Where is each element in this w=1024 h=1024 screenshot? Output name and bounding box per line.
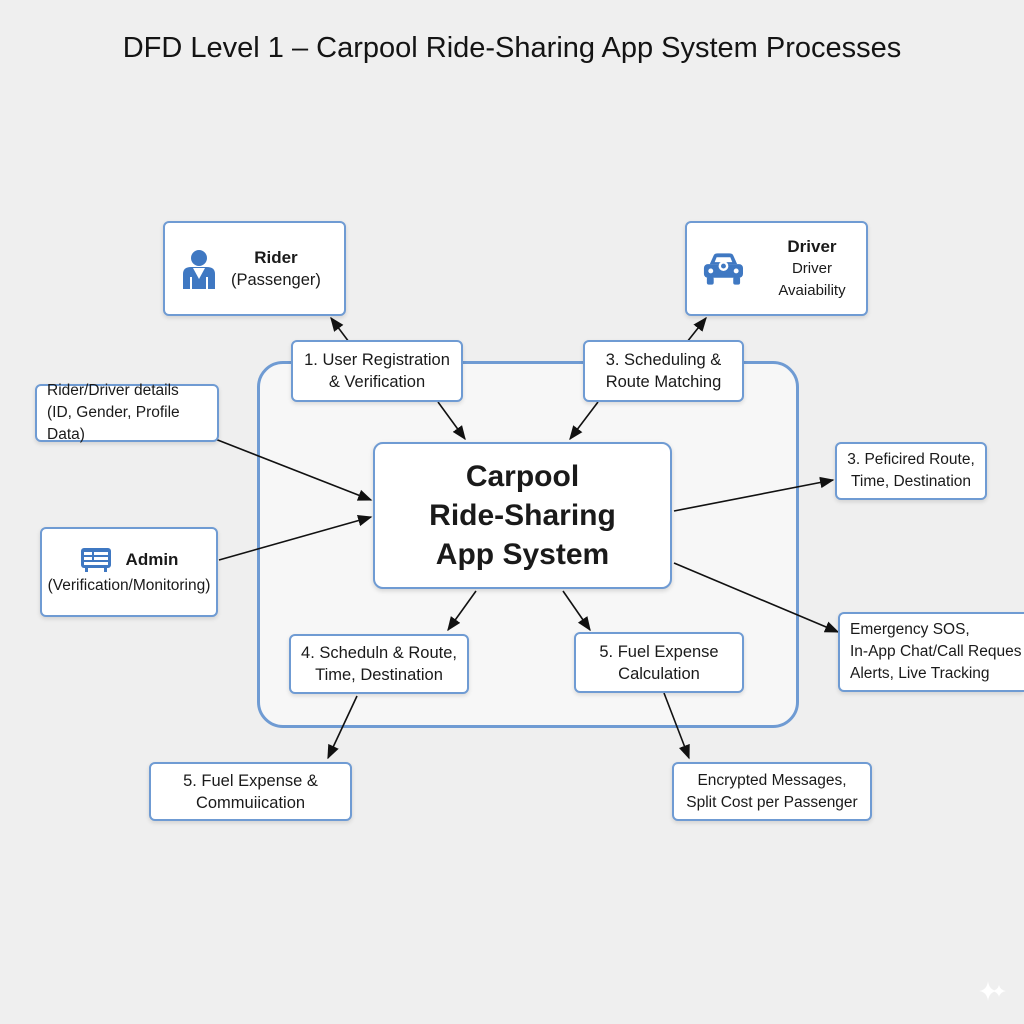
encrypted-line-2: Split Cost per Passenger xyxy=(686,793,858,811)
dashboard-icon xyxy=(80,548,111,572)
arrow-details-to-core xyxy=(209,436,373,501)
route-line-1: 3. Peficired Route, xyxy=(847,451,975,468)
entity-driver: Driver Driver Avaiability xyxy=(685,221,868,316)
arrow-p3-to-driver xyxy=(686,316,707,343)
process-4-line-2: Time, Destination xyxy=(315,666,443,684)
arrow-core-to-p4 xyxy=(447,590,477,632)
process-5-line-2: Calculation xyxy=(618,664,700,683)
flow-rider-driver-details: Rider/Driver details (ID, Gender, Profil… xyxy=(35,382,219,443)
details-line-1: Rider/Driver details xyxy=(47,382,179,399)
entity-admin: Admin (Verification/Monitoring) xyxy=(40,527,218,617)
car-icon xyxy=(703,252,744,285)
driver-sub: Driver Avaiability xyxy=(778,259,846,299)
arrow-p1-to-core xyxy=(437,401,466,441)
process-5-line-1: 5. Fuel Expense xyxy=(599,642,719,661)
fuel-comm-line-2: Commuiication xyxy=(195,793,306,812)
process-5-fuel-expense: 5. Fuel Expense Calculation xyxy=(574,632,744,693)
process-4-schedule-route: 4. Scheduln & Route, Time, Destination xyxy=(289,634,469,694)
core-line-2: Ride-Sharing xyxy=(429,499,616,532)
fuel-comm-line-1: 5. Fuel Expense & xyxy=(183,771,318,790)
core-system: Carpool Ride-Sharing App System xyxy=(373,442,672,589)
process-1-line-2: & Verification xyxy=(328,373,426,391)
process-1-line-1: 1. User Registration xyxy=(304,351,450,369)
process-4-line-1: 4. Scheduln & Route, xyxy=(301,644,457,662)
flow-preferred-route: 3. Peficired Route, Time, Destination xyxy=(835,442,987,500)
arrow-p5-to-encrypted xyxy=(663,692,690,760)
arrow-p4-to-fuel-comm xyxy=(327,695,358,760)
process-3-scheduling: 3. Scheduling & Route Matching xyxy=(583,340,744,402)
arrow-core-to-p5 xyxy=(562,590,591,632)
flow-encrypted-messages: Encrypted Messages, Split Cost per Passe… xyxy=(672,762,872,821)
admin-name: Admin xyxy=(125,550,179,569)
rider-name: Rider xyxy=(254,247,298,267)
process-3-line-1: 3. Scheduling & xyxy=(605,351,722,369)
admin-sub: (Verification/Monitoring) xyxy=(47,577,211,594)
core-line-3: App System xyxy=(435,538,610,571)
details-line-2: (ID, Gender, Profile Data) xyxy=(47,404,180,443)
core-line-1: Carpool xyxy=(465,460,580,493)
entity-rider: Rider (Passenger) xyxy=(163,221,346,316)
process-3-line-2: Route Matching xyxy=(605,373,722,391)
arrow-core-to-route xyxy=(673,476,835,512)
flow-emergency: Emergency SOS, In-App Chat/Call Reques A… xyxy=(838,612,1024,692)
arrow-p1-to-rider xyxy=(330,316,350,343)
process-1-registration: 1. User Registration & Verification xyxy=(291,340,463,402)
arrow-admin-to-core xyxy=(218,514,373,561)
encrypted-line-1: Encrypted Messages, xyxy=(697,771,847,789)
arrow-core-to-emergency xyxy=(673,562,840,633)
driver-name: Driver xyxy=(787,236,837,256)
user-icon xyxy=(183,249,215,289)
diagram-title: DFD Level 1 – Carpool Ride-Sharing App S… xyxy=(122,32,902,64)
rider-sub: (Passenger) xyxy=(231,270,321,289)
arrow-p3-to-core xyxy=(569,401,599,441)
emergency-line-3: Alerts, Live Tracking xyxy=(850,665,990,682)
flow-fuel-communication: 5. Fuel Expense & Commuiication xyxy=(149,762,352,821)
emergency-line-2: In-App Chat/Call Reques xyxy=(850,643,1022,660)
sparkle-icon xyxy=(979,981,1006,1001)
emergency-line-1: Emergency SOS, xyxy=(850,621,970,638)
route-line-2: Time, Destination xyxy=(850,473,972,490)
